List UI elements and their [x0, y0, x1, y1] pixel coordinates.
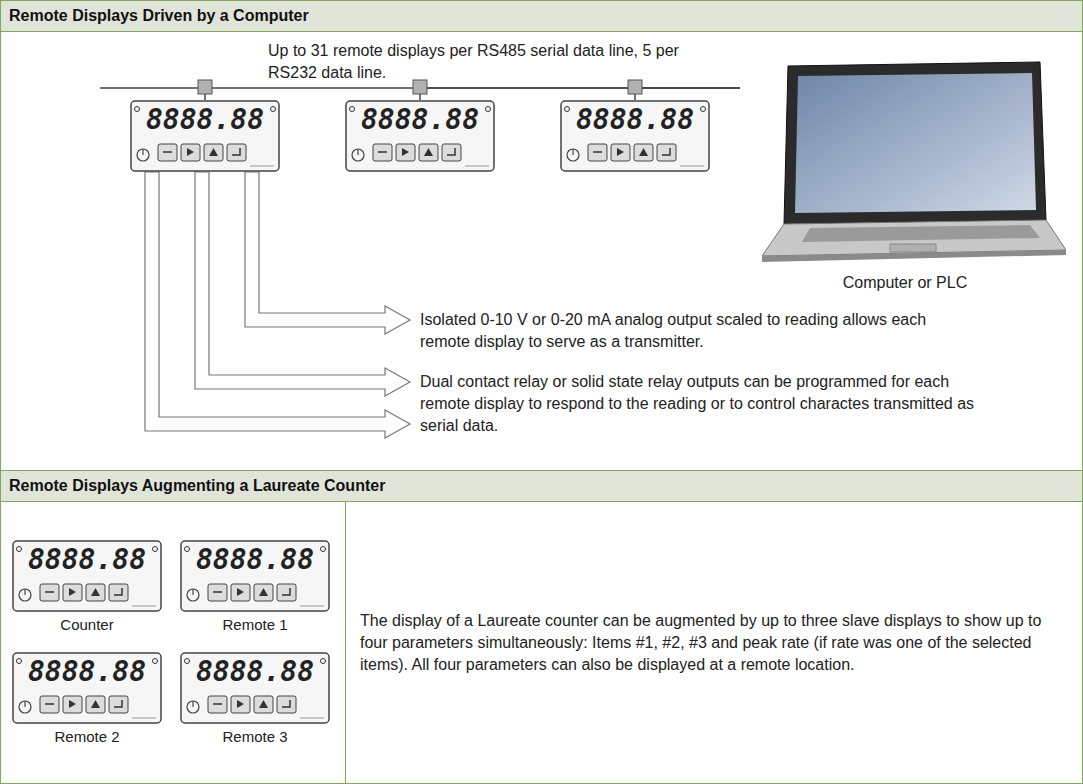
text-cell: The display of a Laureate counter can be… — [345, 501, 1083, 784]
line-note: Up to 31 remote displays per RS485 seria… — [268, 40, 708, 84]
output-arrow — [245, 172, 410, 334]
display-digits: 8888.88 — [12, 655, 162, 689]
remote-display: 8888.88 — [560, 100, 710, 172]
display-caption: Remote 3 — [180, 728, 330, 746]
display-caption: Counter — [12, 616, 162, 634]
laptop-picture — [740, 60, 1070, 265]
display-digits: 8888.88 — [12, 543, 162, 577]
display-digits: 8888.88 — [345, 103, 495, 137]
callout-text: Isolated 0-10 V or 0-20 mA analog output… — [420, 309, 980, 353]
display-caption: Remote 1 — [180, 616, 330, 634]
remote-display: 8888.88Remote 2 — [12, 652, 162, 748]
section-heading: Remote Displays Augmenting a Laureate Co… — [1, 471, 393, 501]
bus-stub — [100, 87, 205, 89]
display-caption: Remote 2 — [12, 728, 162, 746]
output-arrow — [195, 172, 410, 396]
display-digits: 8888.88 — [180, 655, 330, 689]
section-panel: Remote Displays Augmenting a Laureate Co… — [0, 470, 1083, 784]
output-arrow — [145, 172, 410, 438]
remote-display: 8888.88 — [130, 100, 280, 172]
serial-line — [420, 88, 740, 100]
remote-display: 8888.88 — [345, 100, 495, 172]
remote-display: 8888.88Remote 3 — [180, 652, 330, 748]
remote-display: 8888.88Counter — [12, 540, 162, 636]
callout-text: Dual contact relay or solid state relay … — [420, 371, 980, 437]
junction-box — [413, 80, 427, 94]
computer-node: Computer or PLC — [740, 60, 1070, 310]
display-digits: 8888.88 — [180, 543, 330, 577]
serial-line — [205, 88, 740, 100]
display-digits: 8888.88 — [560, 103, 710, 137]
section-heading: Remote Displays Driven by a Computer — [1, 1, 317, 31]
junction-box — [628, 80, 642, 94]
junction-box — [198, 80, 212, 94]
computer-caption: Computer or PLC — [740, 274, 1070, 292]
description-text: The display of a Laureate counter can be… — [360, 610, 1069, 676]
remote-display: 8888.88Remote 1 — [180, 540, 330, 636]
serial-line — [635, 88, 740, 100]
display-digits: 8888.88 — [130, 103, 280, 137]
